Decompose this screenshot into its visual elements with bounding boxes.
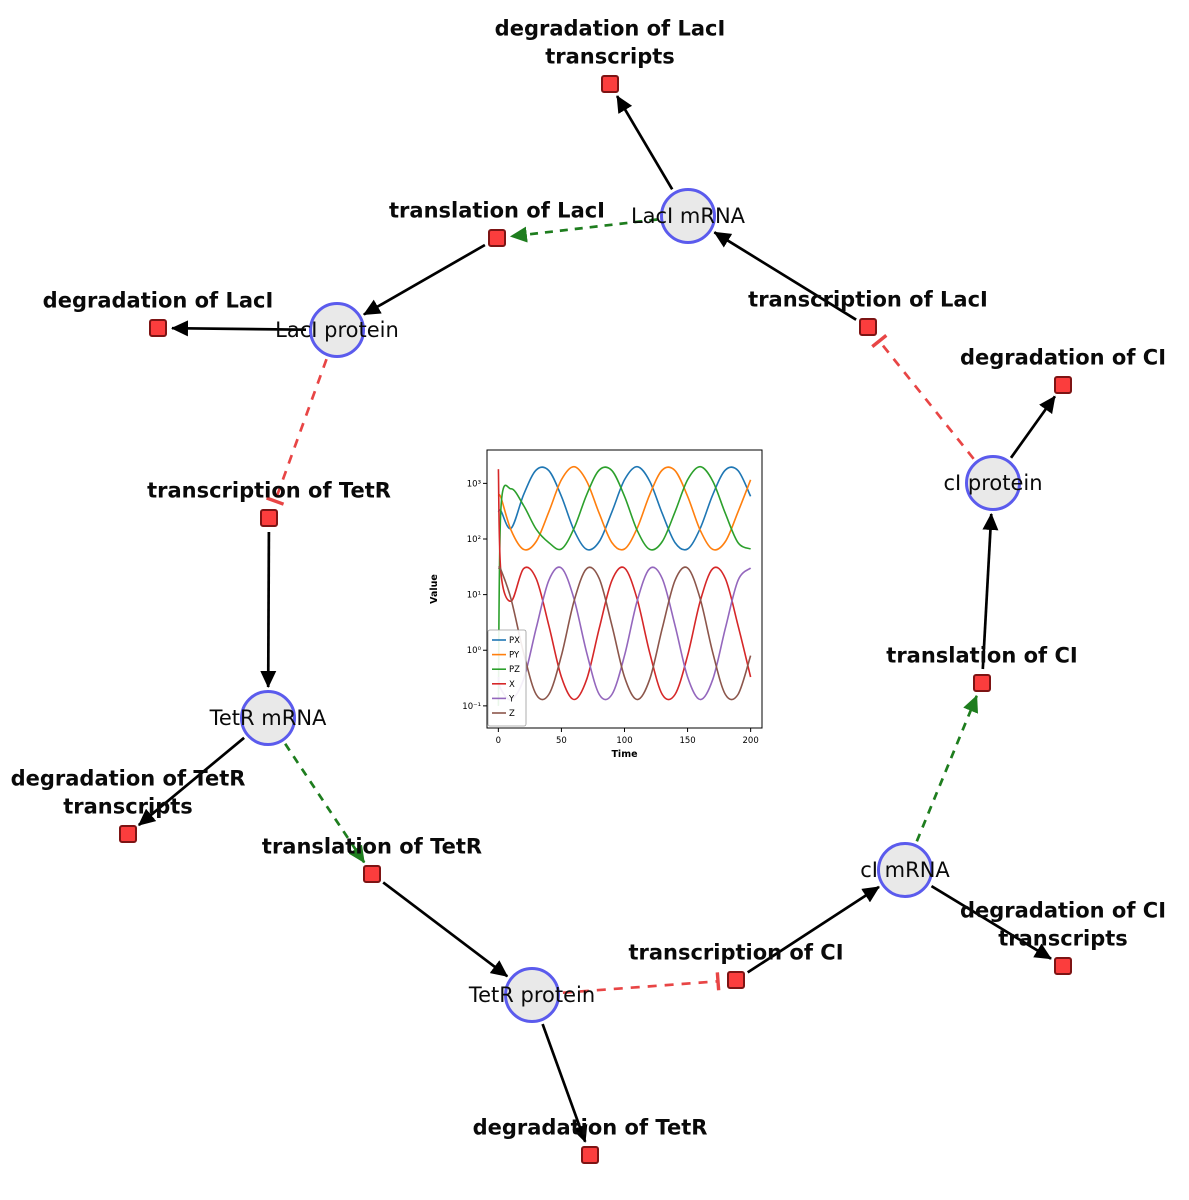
- y-axis-label: Value: [429, 574, 440, 604]
- deg-lacI-label: degradation of LacI: [42, 288, 274, 313]
- edge-translation-lacI-lacI-protein: [363, 243, 486, 316]
- series-line-PX: [497, 465, 752, 551]
- translation-lacI-label: translation of LacI: [389, 198, 605, 223]
- svg-text:10⁻¹: 10⁻¹: [462, 702, 481, 712]
- legend-entry-PZ: PZ: [509, 665, 520, 675]
- svg-text:200: 200: [743, 736, 759, 746]
- species-node-tetR-mRNA[interactable]: [240, 690, 296, 746]
- species-node-tetR-protein[interactable]: [504, 967, 560, 1023]
- edge-cI-protein-deg-cI: [1009, 395, 1056, 459]
- edge-tetR-protein-deg-tetR: [541, 1023, 588, 1143]
- deg-tetR-label: degradation of TetR: [472, 1115, 708, 1140]
- reaction-node-translation-tetR[interactable]: [363, 865, 381, 883]
- deg-lacI-transcripts-label: degradation of LacI transcripts: [494, 16, 726, 69]
- series-line-PY: [497, 465, 752, 551]
- reaction-node-translation-lacI[interactable]: [488, 229, 506, 247]
- cI-protein-label: cI protein: [943, 470, 1043, 495]
- reaction-node-transcription-cI[interactable]: [727, 971, 745, 989]
- svg-text:0: 0: [496, 736, 501, 746]
- species-node-cI-mRNA[interactable]: [877, 842, 933, 898]
- edge-cI-protein-transcription-lacI: [871, 334, 975, 460]
- svg-text:10²: 10²: [467, 535, 481, 545]
- x-axis-label: Time: [611, 749, 637, 760]
- edge-transcription-cI-cI-mRNA: [746, 885, 880, 974]
- translation-cI-label: translation of CI: [886, 643, 1078, 668]
- cI-mRNA-label: cI mRNA: [860, 857, 950, 882]
- chart-series: [497, 465, 752, 706]
- edge-lacI-protein-deg-lacI: [171, 320, 307, 337]
- svg-text:10⁰: 10⁰: [467, 646, 482, 656]
- tetR-mRNA-label: TetR mRNA: [209, 705, 327, 730]
- deg-cI-label: degradation of CI: [959, 345, 1167, 370]
- svg-text:10¹: 10¹: [467, 591, 481, 601]
- reaction-node-translation-cI[interactable]: [973, 674, 991, 692]
- edge-lacI-mRNA-deg-lacI-transcripts: [615, 95, 674, 190]
- legend-entry-Y: Y: [508, 694, 515, 704]
- series-line-Y: [497, 566, 752, 701]
- edge-tetR-protein-transcription-cI: [562, 972, 721, 995]
- transcription-tetR-label: transcription of TetR: [147, 478, 391, 503]
- chart-axes-box: [486, 449, 763, 729]
- series-line-X: [497, 469, 752, 701]
- reaction-node-deg-tetR-transcripts[interactable]: [119, 825, 137, 843]
- deg-cI-transcripts-label: degradation of CI transcripts: [959, 898, 1167, 951]
- species-node-lacI-mRNA[interactable]: [660, 188, 716, 244]
- x-axis-ticks: 0 50 100 150 200: [496, 728, 759, 746]
- edge-cI-mRNA-deg-cI-transcripts: [930, 884, 1052, 960]
- edge-translation-tetR-tetR-protein: [382, 881, 509, 978]
- svg-text:10³: 10³: [467, 479, 481, 489]
- reaction-node-deg-lacI[interactable]: [149, 319, 167, 337]
- y-axis-ticks: 10⁻¹ 10⁰ 10¹ 10² 10³: [462, 479, 487, 712]
- translation-tetR-label: translation of TetR: [261, 834, 483, 859]
- series-line-PZ: [497, 465, 751, 706]
- edge-cI-mRNA-translation-cI: [915, 694, 979, 842]
- deg-tetR-transcripts-label: degradation of TetR transcripts: [10, 766, 246, 819]
- legend-entry-PX: PX: [509, 636, 520, 646]
- tetR-protein-label: TetR protein: [468, 982, 596, 1007]
- edge-lacI-protein-transcription-tetR: [266, 358, 328, 506]
- edge-transcription-tetR-tetR-mRNA: [260, 531, 277, 688]
- lacI-protein-label: LacI protein: [275, 317, 399, 342]
- edge-translation-cI-cI-protein: [981, 513, 999, 670]
- svg-text:50: 50: [556, 736, 567, 746]
- reaction-node-transcription-tetR[interactable]: [260, 509, 278, 527]
- edge-transcription-lacI-lacI-mRNA: [713, 231, 857, 321]
- reaction-node-deg-lacI-transcripts[interactable]: [601, 75, 619, 93]
- lacI-mRNA-label: LacI mRNA: [630, 203, 746, 228]
- transcription-cI-label: transcription of CI: [628, 940, 844, 965]
- legend-entry-X: X: [509, 680, 515, 690]
- reaction-node-transcription-lacI[interactable]: [859, 318, 877, 336]
- legend-entry-Z: Z: [509, 709, 515, 719]
- series-line-Z: [497, 566, 752, 701]
- edge-tetR-mRNA-deg-tetR-transcripts: [137, 736, 245, 827]
- svg-text:150: 150: [679, 736, 695, 746]
- edge-lacI-mRNA-translation-lacI: [509, 218, 658, 243]
- reaction-node-deg-tetR[interactable]: [581, 1146, 599, 1164]
- species-node-cI-protein[interactable]: [965, 455, 1021, 511]
- reaction-node-deg-cI[interactable]: [1054, 376, 1072, 394]
- legend-entry-PY: PY: [509, 651, 520, 661]
- chart-legend: PX PY PZ XYZ: [487, 629, 527, 727]
- species-node-lacI-protein[interactable]: [309, 302, 365, 358]
- reaction-node-deg-cI-transcripts[interactable]: [1054, 957, 1072, 975]
- svg-text:100: 100: [616, 736, 632, 746]
- edges: [137, 95, 1056, 1143]
- transcription-lacI-label: transcription of LacI: [748, 287, 988, 312]
